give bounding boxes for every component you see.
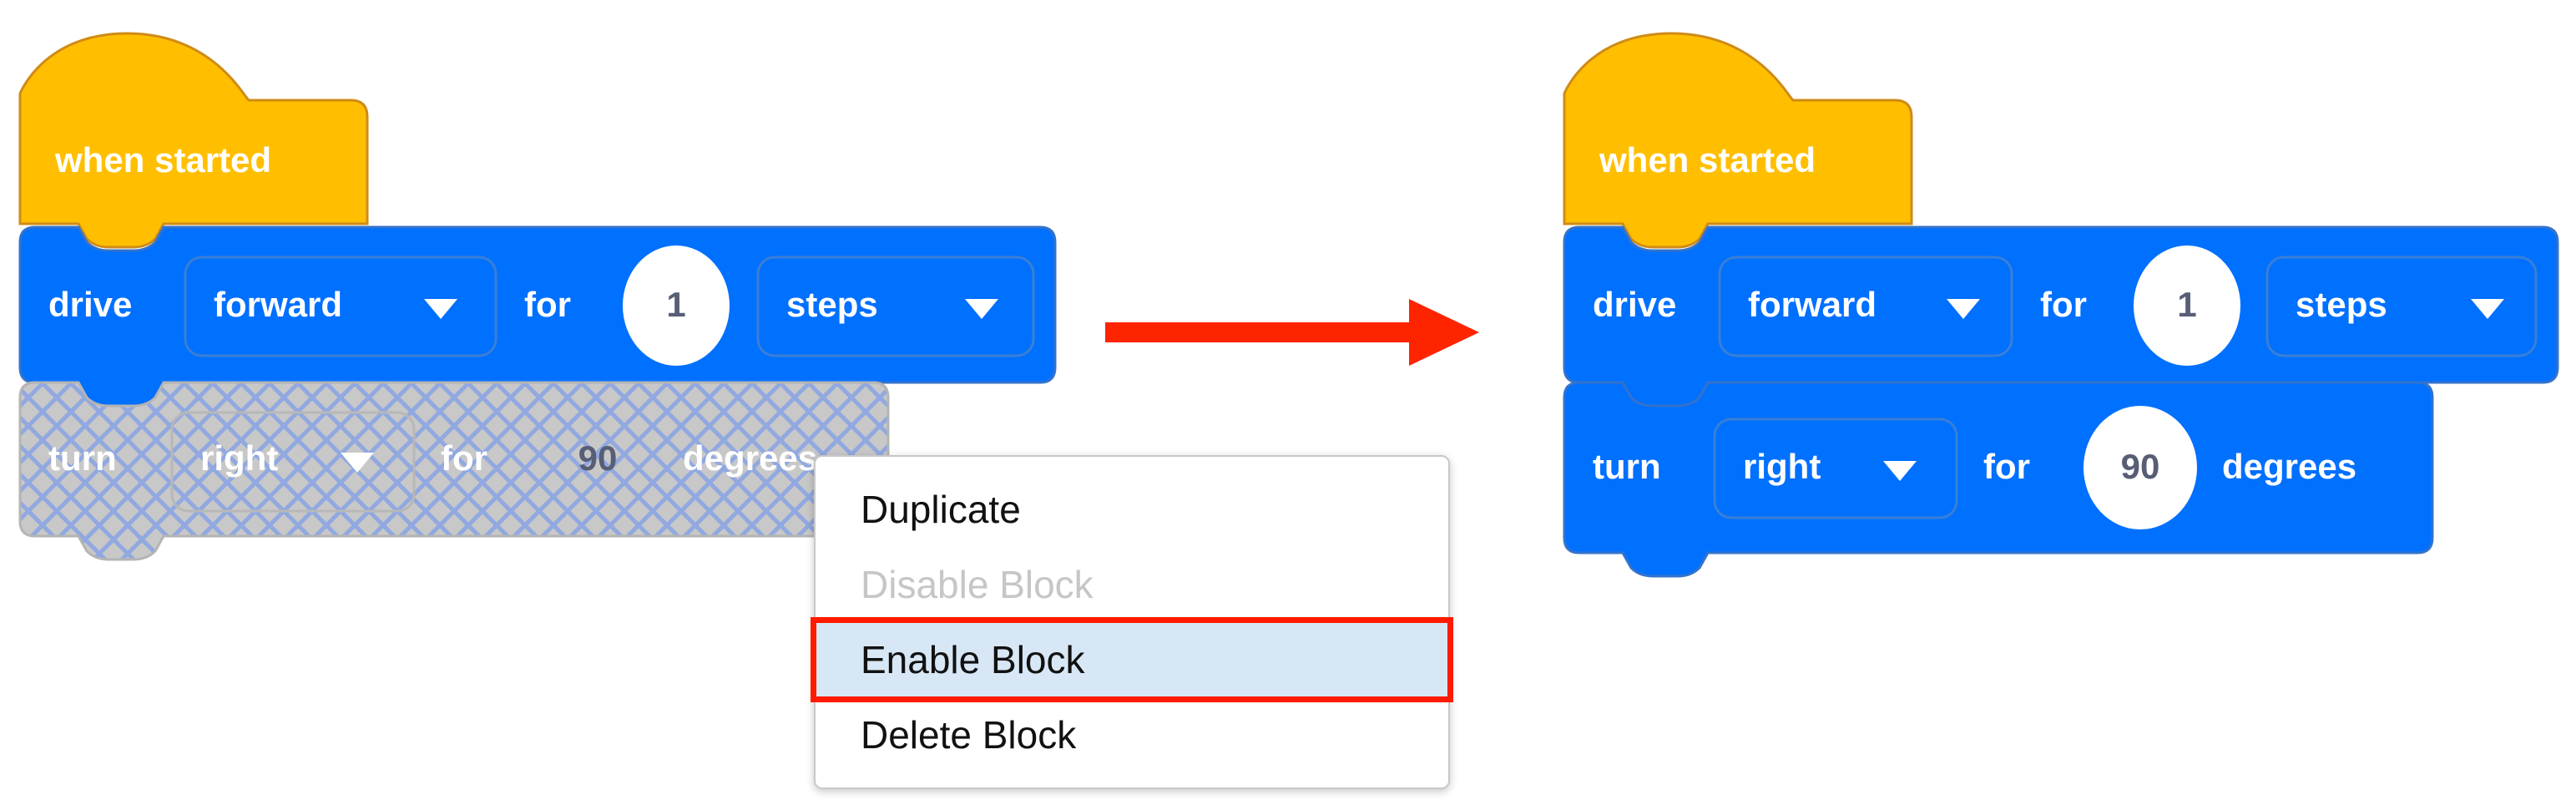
- arrow-right-icon: [1105, 299, 1479, 366]
- before-stack-svg: when started drive forward for 1: [18, 32, 1057, 561]
- drive-for-label-after: for: [2040, 285, 2087, 324]
- drive-direction-value: forward: [214, 285, 342, 324]
- drive-block-after[interactable]: drive forward for 1 steps: [1563, 225, 2559, 408]
- chevron-down-icon: [424, 299, 457, 319]
- hat-block-shape-after: [1563, 32, 1913, 249]
- drive-unit-dropdown-bg-after: [2265, 256, 2538, 357]
- turn-direction-value-after: right: [1743, 447, 1821, 486]
- drive-distance-oval-after: [2134, 246, 2240, 366]
- drive-for-label: for: [524, 285, 571, 324]
- drive-unit-dropdown-after[interactable]: steps: [2265, 256, 2538, 357]
- block-context-menu[interactable]: Duplicate Disable Block Enable Block Del…: [811, 455, 1453, 789]
- turn-angle-value: 90: [578, 438, 618, 478]
- turn-direction-dropdown-bg-after: [1713, 418, 1958, 519]
- chevron-down-icon: [1883, 461, 1917, 481]
- after-stack-svg: when started drive forward for 1: [1563, 32, 2559, 578]
- turn-direction-value: right: [200, 438, 278, 478]
- drive-block[interactable]: drive forward for 1 steps: [18, 225, 1057, 408]
- drive-unit-value-after: steps: [2296, 285, 2387, 324]
- turn-for-label-after: for: [1983, 447, 2030, 486]
- turn-angle-input-after[interactable]: 90: [2084, 406, 2197, 529]
- context-menu-item-duplicate[interactable]: Duplicate: [861, 488, 1021, 531]
- chevron-down-icon: [1947, 299, 1980, 319]
- drive-block-verb-after: drive: [1593, 285, 1676, 324]
- block-stack-after: when started drive forward for 1: [1544, 0, 2571, 635]
- hat-block-label: when started: [54, 140, 271, 180]
- drive-distance-value: 1: [666, 285, 685, 324]
- arrow-shape: [1105, 299, 1479, 366]
- drive-direction-dropdown-bg: [184, 256, 498, 357]
- turn-direction-dropdown[interactable]: right: [170, 411, 416, 513]
- drive-distance-input-after[interactable]: 1: [2134, 246, 2240, 366]
- context-menu-item-disable-block: Disable Block: [861, 563, 1094, 606]
- drive-unit-value: steps: [786, 285, 878, 324]
- block-stack-before: when started drive forward for 1: [0, 0, 1057, 601]
- hat-block-when-started-after[interactable]: when started: [1563, 32, 1913, 249]
- context-menu-item-enable-block[interactable]: Enable Block: [811, 617, 1453, 702]
- hat-block-shape: [18, 32, 369, 249]
- chevron-down-icon: [2471, 299, 2504, 319]
- turn-degrees-label-after: degrees: [2222, 447, 2356, 486]
- hat-block-label-after: when started: [1599, 140, 1816, 180]
- turn-block-verb-after: turn: [1593, 447, 1661, 486]
- drive-unit-dropdown-bg: [756, 256, 1035, 357]
- drive-distance-value-after: 1: [2177, 285, 2196, 324]
- turn-block-enabled[interactable]: turn right for 90 degrees: [1563, 381, 2434, 578]
- turn-angle-value-after: 90: [2121, 447, 2160, 486]
- drive-direction-dropdown-bg-after: [1718, 256, 2013, 357]
- drive-distance-oval: [623, 246, 730, 366]
- turn-block-disabled[interactable]: turn right for 90 degrees: [18, 381, 890, 561]
- chevron-down-icon: [341, 453, 374, 473]
- drive-block-verb: drive: [48, 285, 132, 324]
- drive-unit-dropdown[interactable]: steps: [756, 256, 1035, 357]
- turn-direction-dropdown-bg: [170, 411, 416, 513]
- chevron-down-icon: [965, 299, 998, 319]
- turn-angle-input[interactable]: 90: [578, 438, 618, 478]
- hat-block-when-started[interactable]: when started: [18, 32, 369, 249]
- drive-direction-dropdown-after[interactable]: forward: [1718, 256, 2013, 357]
- turn-angle-oval: [2084, 406, 2197, 529]
- turn-for-label: for: [441, 438, 487, 478]
- drive-distance-input[interactable]: 1: [623, 246, 730, 366]
- drive-direction-value-after: forward: [1748, 285, 1876, 324]
- turn-block-verb: turn: [48, 438, 117, 478]
- turn-degrees-label: degrees: [683, 438, 817, 478]
- context-menu-item-delete-block[interactable]: Delete Block: [861, 713, 1077, 757]
- drive-direction-dropdown[interactable]: forward: [184, 256, 498, 357]
- turn-direction-dropdown-after[interactable]: right: [1713, 418, 1958, 519]
- transition-arrow: [1102, 284, 1494, 388]
